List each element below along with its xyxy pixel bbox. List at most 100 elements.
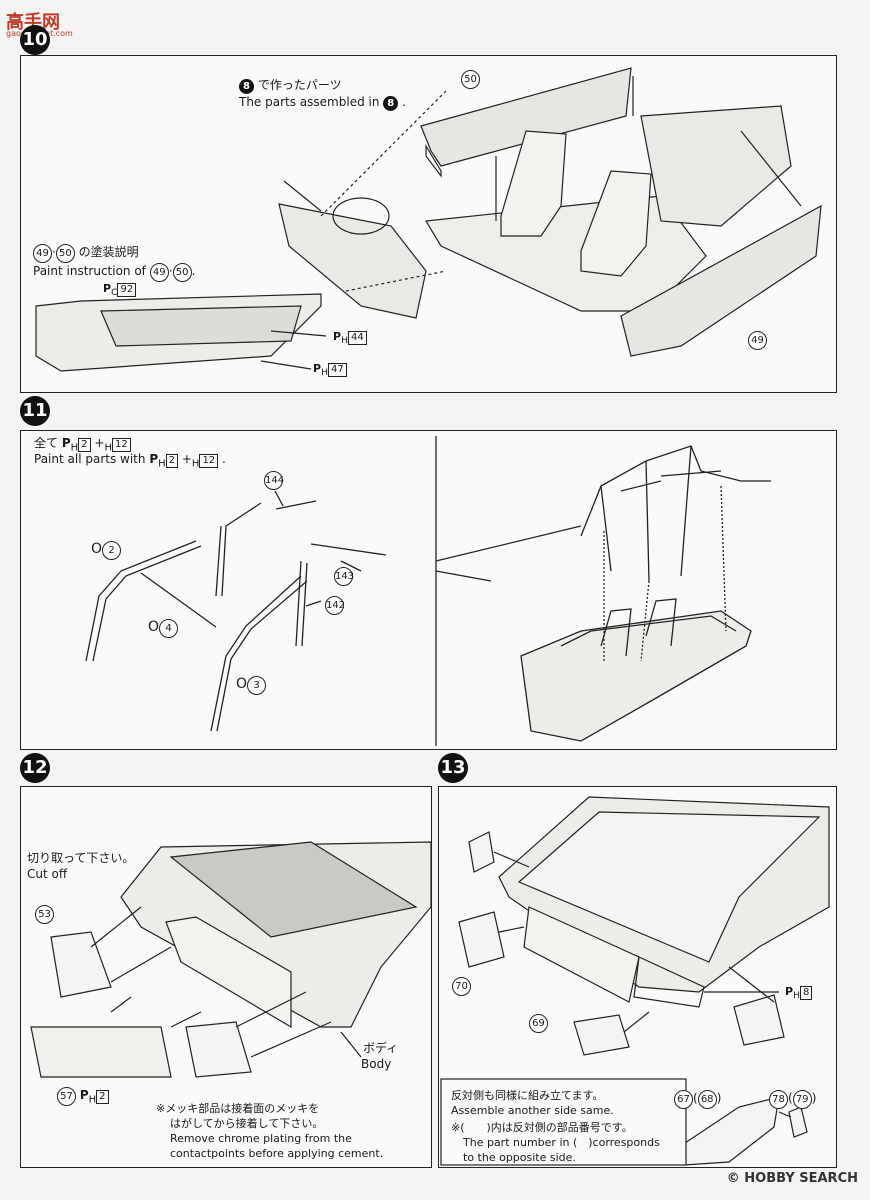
part-78-79-callout: 78(79) bbox=[769, 1090, 816, 1109]
opposite-note-en1: The part number in ( )corresponds bbox=[463, 1136, 660, 1149]
roll-cage-drawing bbox=[85, 436, 771, 746]
color-ph-sub-4: H bbox=[158, 458, 166, 470]
step11-number: 11 bbox=[20, 396, 50, 426]
paint-title-jp: の塗装説明 bbox=[78, 245, 139, 259]
color-ph-sub-6: H bbox=[793, 990, 800, 1002]
o4-letter: O bbox=[148, 619, 160, 635]
assemble-same-jp: 反対側も同様に組み立てます。 bbox=[451, 1089, 604, 1102]
part-68: 68 bbox=[697, 1090, 717, 1109]
part-70-callout: 70 bbox=[452, 977, 471, 996]
paint-title-en: Paint instruction of bbox=[33, 264, 146, 278]
color-ph-letter: P bbox=[333, 330, 342, 343]
chrome-note-jp1: ※メッキ部品は接着面のメッキを bbox=[156, 1102, 320, 1115]
color-2: 2 bbox=[78, 438, 91, 452]
color-ph44-num: 44 bbox=[347, 331, 367, 345]
o2-num: 2 bbox=[102, 541, 122, 560]
color-ph-letter-6: P bbox=[785, 985, 794, 998]
step12-number: 12 bbox=[20, 753, 50, 783]
color-h-sub-2: H bbox=[191, 458, 200, 470]
part-79: 79 bbox=[792, 1090, 812, 1109]
opposite-note-jp: ※( )内は反対側の部品番号です。 bbox=[451, 1121, 633, 1134]
color-8: 8 bbox=[799, 986, 813, 1000]
part-143-callout: 143 bbox=[334, 567, 354, 586]
part-49-callout: 49 bbox=[748, 331, 767, 350]
made-in-en: The parts assembled in bbox=[239, 95, 380, 109]
o4-num: 4 bbox=[159, 619, 179, 638]
part-78: 78 bbox=[769, 1090, 788, 1109]
part-50-ref-2: 50 bbox=[172, 263, 192, 282]
color-ph-letter-5: P bbox=[79, 1088, 89, 1102]
all-jp: 全て bbox=[34, 436, 59, 450]
front-grille-drawing bbox=[30, 841, 431, 1078]
color-ph-letter-4: P bbox=[149, 452, 159, 466]
color-ph-letter-3: P bbox=[61, 436, 71, 450]
ref-assembled-jp: 8 で作ったパーツ bbox=[239, 78, 342, 94]
plus-sign-2: + bbox=[181, 452, 192, 466]
color-ph-sub-5: H bbox=[88, 1094, 97, 1106]
step13-number: 13 bbox=[438, 753, 468, 783]
color-pc-num: 92 bbox=[117, 283, 137, 297]
color-pc-sub: C bbox=[111, 287, 118, 299]
color-12b: 12 bbox=[199, 454, 219, 468]
part-50-callout: 50 bbox=[461, 70, 480, 89]
part-67: 67 bbox=[674, 1090, 693, 1109]
color-ph-sub-3: H bbox=[70, 442, 79, 454]
color-57: 2 bbox=[96, 1090, 109, 1104]
chrome-note-en2: contactpoints before applying cement. bbox=[170, 1147, 384, 1160]
part-53: 53 bbox=[35, 905, 54, 924]
color-ph-sub: H bbox=[341, 335, 348, 347]
all-en: Paint all parts with bbox=[34, 452, 146, 466]
paint-instruction-en: Paint instruction of 49·50. bbox=[33, 263, 195, 282]
assemble-same-en: Assemble another side same. bbox=[451, 1104, 614, 1117]
step8-badge: 8 bbox=[239, 79, 254, 94]
logo-text: 高手网 bbox=[6, 12, 60, 33]
part-67-68-callout: 67(68) bbox=[674, 1090, 721, 1109]
color-ph-letter-2: P bbox=[313, 362, 322, 375]
o3-num: 3 bbox=[247, 676, 267, 695]
step8-badge-2: 8 bbox=[383, 96, 399, 111]
chrome-note-jp2: はがしてから接着して下さい。 bbox=[170, 1117, 324, 1130]
part-50-ref: 50 bbox=[55, 244, 75, 263]
o3-letter: O bbox=[236, 676, 248, 692]
part-142-callout: 142 bbox=[325, 596, 345, 615]
cut-off-en: Cut off bbox=[27, 867, 68, 881]
body-jp: ボディ bbox=[363, 1041, 399, 1055]
interior-assembly-drawing bbox=[35, 67, 822, 372]
color-2b: 2 bbox=[165, 454, 179, 468]
color-h-sub: H bbox=[104, 442, 112, 454]
color-ph-sub-2: H bbox=[321, 367, 328, 379]
color-12: 12 bbox=[111, 438, 131, 452]
part-53-callout: 53 bbox=[35, 905, 54, 924]
opposite-note-en2: to the opposite side. bbox=[463, 1151, 576, 1164]
part-69-callout: 69 bbox=[529, 1014, 548, 1033]
o2-letter: O bbox=[91, 541, 103, 557]
step10-panel: 8 で作ったパーツ The parts assembled in 8 . 50 … bbox=[20, 55, 837, 393]
part-70: 70 bbox=[452, 977, 471, 996]
part-49-ref-2: 49 bbox=[149, 263, 169, 282]
part-144-callout: 144 bbox=[264, 471, 284, 490]
plus-sign: + bbox=[94, 436, 105, 450]
color-ph47-num: 47 bbox=[327, 363, 347, 377]
part-50-label: 50 bbox=[461, 70, 480, 89]
color-pc-letter: P bbox=[103, 282, 112, 295]
part-142: 142 bbox=[325, 596, 345, 615]
part-143: 143 bbox=[334, 567, 354, 586]
cut-off-jp: 切り取って下さい。 bbox=[27, 851, 135, 865]
made-in-jp: で作ったパーツ bbox=[257, 78, 342, 92]
ref-assembled-en: The parts assembled in 8 . bbox=[239, 95, 406, 111]
part-57: 57 bbox=[57, 1087, 76, 1106]
chrome-note-en1: Remove chrome plating from the bbox=[170, 1132, 352, 1145]
part-144: 144 bbox=[264, 471, 284, 490]
